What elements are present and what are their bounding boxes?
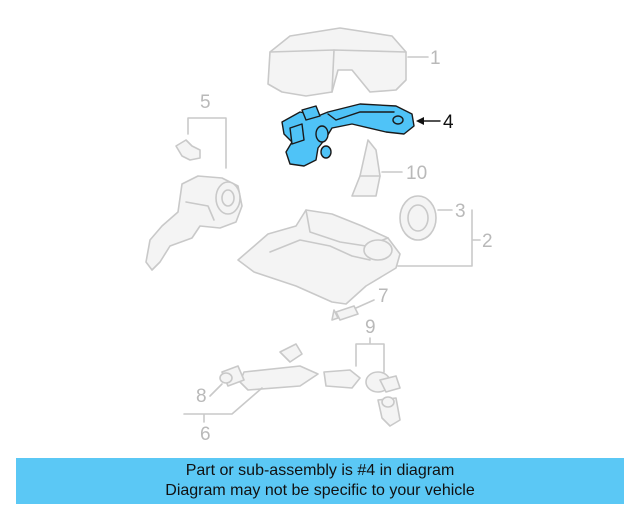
banner-line-1: Part or sub-assembly is #4 in diagram	[185, 462, 455, 479]
info-banner: Part or sub-assembly is #4 in diagram Di…	[16, 458, 624, 504]
callout-9: 9	[365, 317, 376, 338]
parts-diagram: 1 4 5 10 3	[145, 27, 493, 445]
callout-2: 2	[482, 231, 493, 252]
callout-3: 3	[455, 201, 466, 222]
part-5-bolt: 5	[175, 92, 227, 169]
part-4-multifunction-switch[interactable]: 4	[281, 103, 454, 167]
callout-1: 1	[430, 48, 441, 69]
part-shaft-assembly: 8 6	[183, 343, 319, 445]
callout-8: 8	[196, 386, 207, 407]
callout-6: 6	[200, 424, 211, 445]
part-9-lock-keys: 9	[323, 317, 401, 427]
part-3-ring: 3	[399, 195, 466, 241]
banner-line-2: Diagram may not be specific to your vehi…	[165, 482, 475, 499]
callout-5: 5	[200, 92, 211, 113]
part-7-screw: 7	[331, 286, 389, 321]
callout-10: 10	[406, 163, 427, 184]
part-1-upper-cover: 1	[267, 27, 441, 97]
part-switch-assembly-left	[145, 175, 243, 271]
part-10-bracket: 10	[351, 139, 427, 197]
part-2-lower-cover: 2	[237, 209, 493, 305]
callout-4: 4	[443, 112, 454, 133]
callout-7: 7	[378, 286, 389, 307]
